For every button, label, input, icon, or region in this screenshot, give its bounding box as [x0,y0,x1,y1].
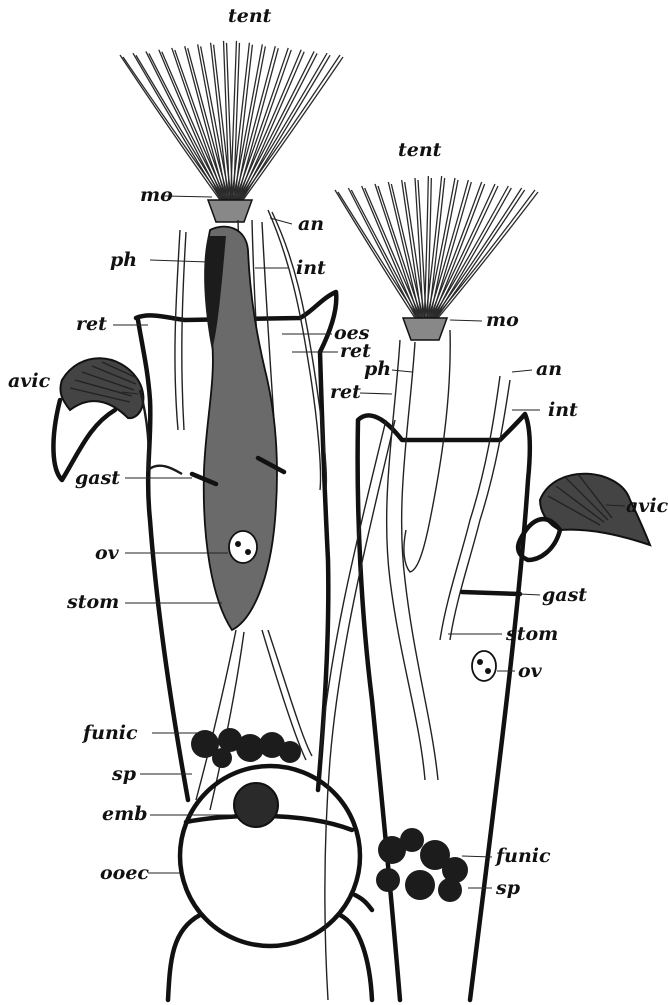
right-pharynx [387,330,451,780]
label-mo-right: mo [486,309,519,331]
tentacle [146,51,222,200]
label-ret-left: ret [76,313,107,335]
label-ov-right: ov [518,660,543,682]
label-mo-left: mo [140,184,173,206]
label-stom-left: stom [66,591,119,613]
label-avic-right: avic [626,495,668,517]
left-ovum [229,531,257,563]
right-ovum [472,651,496,681]
left-zooid [53,41,372,1000]
label-tent-right: tent [398,139,442,161]
tentacle [435,188,511,318]
label-funic-right: funic [494,845,551,867]
label-int-right: int [548,399,578,421]
label-an-right: an [536,358,562,380]
tentacle-collar [403,318,447,340]
tentacle [437,190,525,318]
tentacle [231,41,237,200]
tentacle [434,188,522,318]
leader-lines [113,196,625,888]
label-sp-right: sp [495,877,521,899]
label-avic-left: avic [8,370,51,392]
label-funic-left: funic [81,722,138,744]
label-ooec: ooec [100,862,149,884]
right-zooid-wall [358,414,530,1000]
label-sp-left: sp [111,763,137,785]
tentacle [335,190,415,318]
labels: tent tent mo an ph int ret oes ret ph re… [8,5,668,899]
label-ph-mid: ph [364,358,391,380]
right-intestine [440,376,510,640]
tentacle-collar [208,200,252,222]
left-avicularium [53,358,182,480]
label-ov-left: ov [95,542,120,564]
left-sperm-cluster [191,728,301,768]
label-stom-right: stom [505,623,558,645]
label-gast-left: gast [75,467,120,489]
tentacle [438,192,538,318]
label-ret-mid-2: ret [330,381,361,403]
right-zooid [320,176,650,1000]
left-embryo [234,783,278,827]
label-int-left: int [296,257,326,279]
label-gast-right: gast [542,584,587,606]
tentacle [362,186,418,318]
tentacle [224,41,230,200]
label-an-left: an [298,213,324,235]
tentacle [133,53,221,200]
label-tent-left: tent [228,5,272,27]
right-gast-bar [462,592,520,594]
label-ph-left: ph [110,249,137,271]
label-emb: emb [102,803,147,825]
